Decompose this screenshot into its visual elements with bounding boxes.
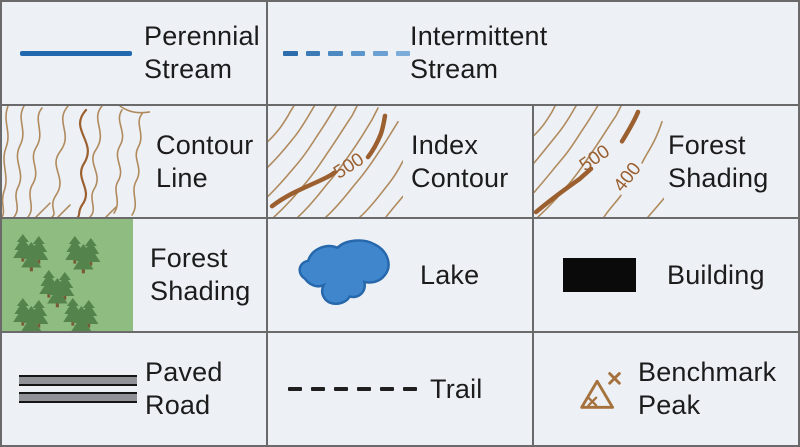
building-symbol (534, 258, 667, 292)
dash-icon (334, 386, 348, 392)
benchmark-peak-label: Benchmark Peak (638, 356, 776, 422)
legend-cell-lake: Lake (268, 219, 534, 333)
forest-green-area (2, 219, 133, 331)
road-band (19, 375, 137, 386)
dash-icon (350, 50, 365, 56)
label-line2: Road (145, 390, 211, 420)
label-line2: Shading (150, 276, 251, 306)
forest-shading-contour-symbol: 500 400 (534, 106, 664, 217)
label-line1: Perennial (144, 21, 260, 52)
benchmark-triangle-icon (580, 372, 621, 409)
road-band (19, 392, 137, 403)
trail-label: Trail (430, 373, 483, 406)
intermittent-stream-label: Intermittent Stream (410, 20, 547, 86)
legend-cell-intermittent-stream: Intermittent Stream (268, 2, 798, 106)
dash-icon (357, 386, 371, 392)
legend-cell-paved-road: Paved Road (2, 333, 268, 445)
benchmark-peak-symbol (534, 366, 638, 412)
dash-icon (311, 386, 325, 392)
index-contour-label: Index Contour (411, 129, 508, 195)
label-line1: Intermittent (410, 21, 548, 52)
building-rect-icon (563, 258, 636, 292)
legend-cell-contour-line: Contour Line (2, 106, 268, 219)
legend-cell-forest-shading: Forest Shading (2, 219, 268, 333)
lake-symbol (268, 233, 420, 317)
label-line1: Contour (156, 129, 254, 160)
forest-shading-label: Forest Shading (150, 242, 251, 308)
label-line2: Contour (411, 162, 509, 193)
label-line1: Benchmark (638, 357, 777, 388)
road-casing-icon (19, 375, 137, 403)
contour-line-label: Contour Line (156, 129, 253, 195)
label-line1: Forest (668, 129, 746, 160)
legend-cell-building: Building (534, 219, 798, 333)
elevation-400-label: 400 (609, 158, 645, 195)
contour-pattern-icon (2, 106, 150, 217)
legend-cell-trail: Trail (268, 333, 534, 445)
label-line1: Paved (145, 357, 223, 388)
label-line2: Line (156, 162, 208, 193)
contours-elevations-icon: 500 400 (534, 106, 664, 217)
label-line1: Building (667, 259, 765, 290)
solid-stream-line-icon (20, 50, 132, 56)
perennial-stream-label: Perennial Stream (144, 20, 260, 86)
label-line2: Shading (668, 162, 769, 193)
legend-cell-forest-shading-contours: 500 400 Forest Shading (534, 106, 798, 219)
lake-label: Lake (420, 259, 479, 292)
label-line1: Index (411, 129, 479, 160)
label-line1: Trail (430, 373, 483, 404)
building-label: Building (667, 259, 765, 292)
label-line1: Lake (420, 259, 480, 290)
index-contour-icon: 500 (268, 106, 403, 217)
forest-shading-symbol (2, 219, 133, 331)
label-line2: Stream (144, 54, 233, 84)
dash-icon (380, 386, 394, 392)
elevation-500-label: 500 (575, 140, 613, 175)
dash-icon (395, 50, 410, 56)
dash-icon (373, 50, 388, 56)
trail-symbol (268, 386, 430, 392)
elevation-500-label: 500 (329, 148, 367, 182)
contour-line-symbol (2, 106, 150, 217)
legend-cell-index-contour: 500 Index Contour (268, 106, 534, 219)
pine-trees-icon (2, 219, 133, 331)
dash-icon (403, 386, 417, 392)
label-line2: Stream (410, 54, 499, 84)
dash-icon (288, 386, 302, 392)
intermittent-stream-symbol (268, 50, 410, 56)
label-line2: Peak (638, 390, 701, 420)
forest-shading-contour-label: Forest Shading (668, 129, 769, 195)
dash-icon (328, 50, 343, 56)
label-line1: Forest (150, 243, 228, 274)
lake-icon (298, 239, 390, 305)
perennial-stream-symbol (2, 50, 144, 56)
dash-icon (305, 50, 320, 56)
paved-road-label: Paved Road (145, 356, 223, 422)
legend-cell-perennial-stream: Perennial Stream (2, 2, 268, 106)
legend-cell-benchmark-peak: Benchmark Peak (534, 333, 798, 445)
paved-road-symbol (2, 375, 145, 403)
index-contour-symbol: 500 (268, 106, 403, 217)
dash-icon (283, 50, 298, 56)
